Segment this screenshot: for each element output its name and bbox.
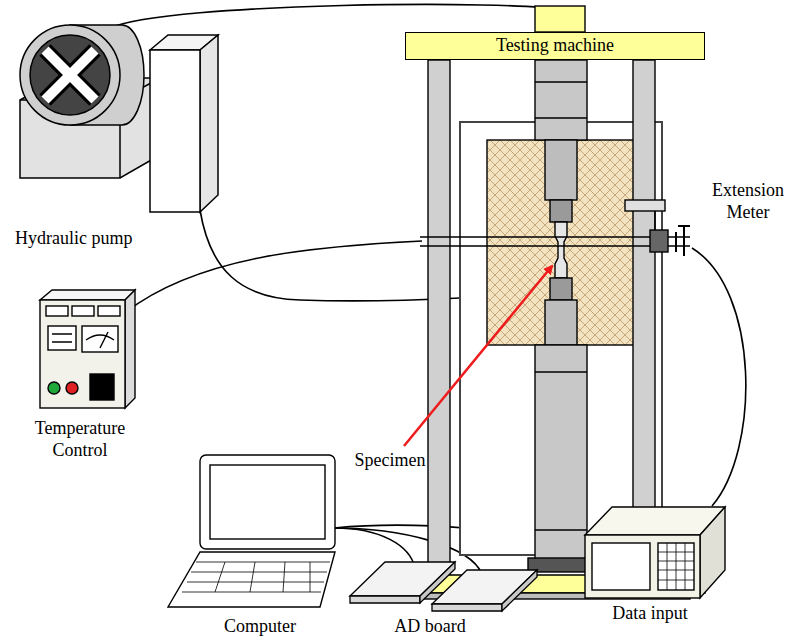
part-label: Temperature Control [25,418,135,461]
part-label: Specimen [335,450,445,472]
box-title: Testing machine [496,35,614,57]
part-label: AD board [370,616,490,638]
data-input-unit [585,507,725,598]
cables [110,4,746,582]
ad-boards [350,562,537,611]
part-label: Hydraulic pump [15,228,185,250]
part-label: Computer [190,616,330,638]
part-label: Data input [585,603,715,625]
crosshead-box: Testing machine [405,32,705,60]
laptop-computer [168,455,335,607]
pointer-arrow [404,266,552,446]
hydraulic-pump [20,25,218,212]
temperature-control [40,290,135,408]
part-label: Extension Meter [700,180,796,223]
